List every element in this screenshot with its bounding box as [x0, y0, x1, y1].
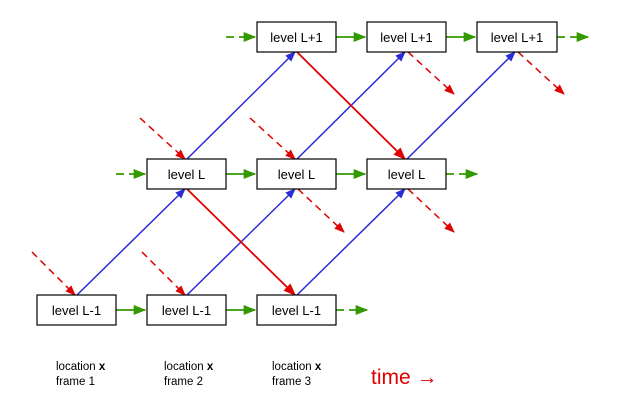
node-label: level L+1: [380, 30, 432, 45]
node-label: level L-1: [162, 303, 211, 318]
caption-frame: frame 1: [56, 376, 95, 388]
node-label: level L-1: [272, 303, 321, 318]
caption-location: location: [164, 361, 207, 373]
node-level-mid-frame-2: level L: [146, 158, 227, 190]
caption-frame-1: location x frame 1: [56, 361, 106, 388]
node-label: level L+1: [270, 30, 322, 45]
node-level-bottom-frame-1: level L-1: [36, 294, 117, 326]
caption-location: location: [56, 361, 99, 373]
node-level-top-frame-3: level L+1: [366, 21, 447, 53]
node-label: level L: [168, 167, 206, 182]
bottomup-arrow-m4-t4: [406, 51, 516, 160]
caption-frame: frame 3: [272, 376, 311, 388]
topdown-dashed-into-m2: [139, 117, 186, 160]
caption-location: location: [272, 361, 315, 373]
bottomup-arrow-m2-t2: [186, 51, 296, 160]
topdown-dashed-m3: [297, 188, 345, 233]
node-level-mid-frame-3: level L: [256, 158, 337, 190]
caption-location-var: x: [99, 361, 106, 373]
svg-text:location x: location x: [56, 361, 106, 373]
bottomup-arrow-b1-m2: [76, 188, 186, 296]
node-level-top-frame-4: level L+1: [476, 21, 558, 53]
node-label: level L+1: [491, 30, 543, 45]
caption-location-var: x: [207, 361, 214, 373]
node-label: level L: [278, 167, 316, 182]
time-arrow-icon: →: [417, 366, 438, 389]
topdown-dashed-into-m3: [249, 117, 296, 160]
time-label-text: time: [371, 366, 411, 389]
node-level-bottom-frame-3: level L-1: [256, 294, 337, 326]
bottomup-arrow-b3-m4: [296, 188, 406, 296]
caption-location-var: x: [315, 361, 322, 373]
caption-frame-3: location x frame 3: [272, 361, 322, 388]
topdown-dashed-into-b1: [31, 251, 76, 296]
topdown-dashed-m4: [407, 188, 455, 233]
topdown-arrow-m2-b3: [186, 188, 296, 296]
node-level-mid-frame-4: level L: [366, 158, 447, 190]
svg-text:location x: location x: [164, 361, 214, 373]
svg-text:location x: location x: [272, 361, 322, 373]
node-label: level L: [388, 167, 426, 182]
caption-frame: frame 2: [164, 376, 203, 388]
time-label: time →: [371, 366, 438, 389]
caption-frame-2: location x frame 2: [164, 361, 214, 388]
topdown-dashed-t3: [407, 51, 455, 95]
node-level-top-frame-2: level L+1: [256, 21, 337, 53]
node-level-bottom-frame-2: level L-1: [146, 294, 227, 326]
topdown-dashed-into-b2: [141, 251, 186, 296]
topdown-dashed-t4: [517, 51, 565, 95]
node-label: level L-1: [52, 303, 101, 318]
topdown-arrow-t2-m3: [296, 51, 406, 160]
